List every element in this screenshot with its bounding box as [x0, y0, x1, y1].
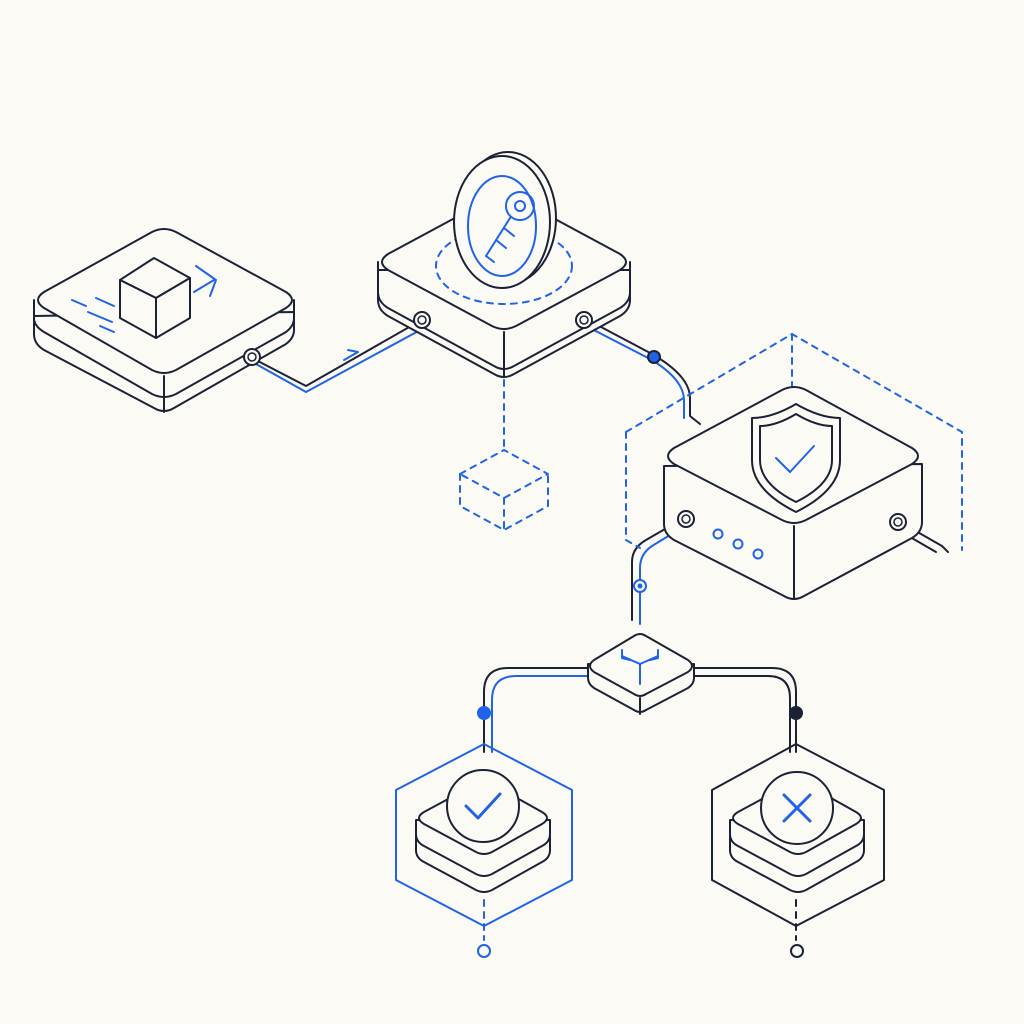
- router-node[interactable]: [587, 633, 695, 715]
- key-port-in: [413, 311, 431, 329]
- approved-terminal: [477, 944, 491, 958]
- rejected-node[interactable]: [711, 743, 885, 958]
- connector-router-to-approved: [477, 667, 591, 753]
- source-device[interactable]: [33, 228, 295, 413]
- shield-check-icon: [751, 403, 841, 513]
- key-device[interactable]: [377, 151, 631, 378]
- status-leds: [712, 528, 764, 560]
- connector-router-to-rejected: [691, 667, 803, 753]
- key-port-out: [575, 311, 593, 329]
- approved-node[interactable]: [395, 743, 573, 958]
- split-arrows-icon: [621, 649, 659, 685]
- connector-port-dot: [647, 350, 661, 364]
- connector-security-to-router: [631, 517, 689, 625]
- rejected-terminal: [790, 944, 804, 958]
- package-send-icon: [71, 257, 217, 339]
- connector-key-to-security: [583, 317, 701, 425]
- placeholder-cube: [459, 379, 549, 531]
- check-icon: [446, 769, 520, 843]
- key-icon: [453, 151, 557, 289]
- security-port-left: [677, 510, 695, 528]
- connector-source-to-key: [251, 321, 425, 393]
- security-device[interactable]: [625, 333, 963, 600]
- security-port-right: [889, 513, 907, 531]
- connector-port-dot: [789, 706, 803, 720]
- x-icon: [760, 771, 834, 845]
- connector-port-dot: [477, 706, 491, 720]
- source-port: [243, 348, 261, 366]
